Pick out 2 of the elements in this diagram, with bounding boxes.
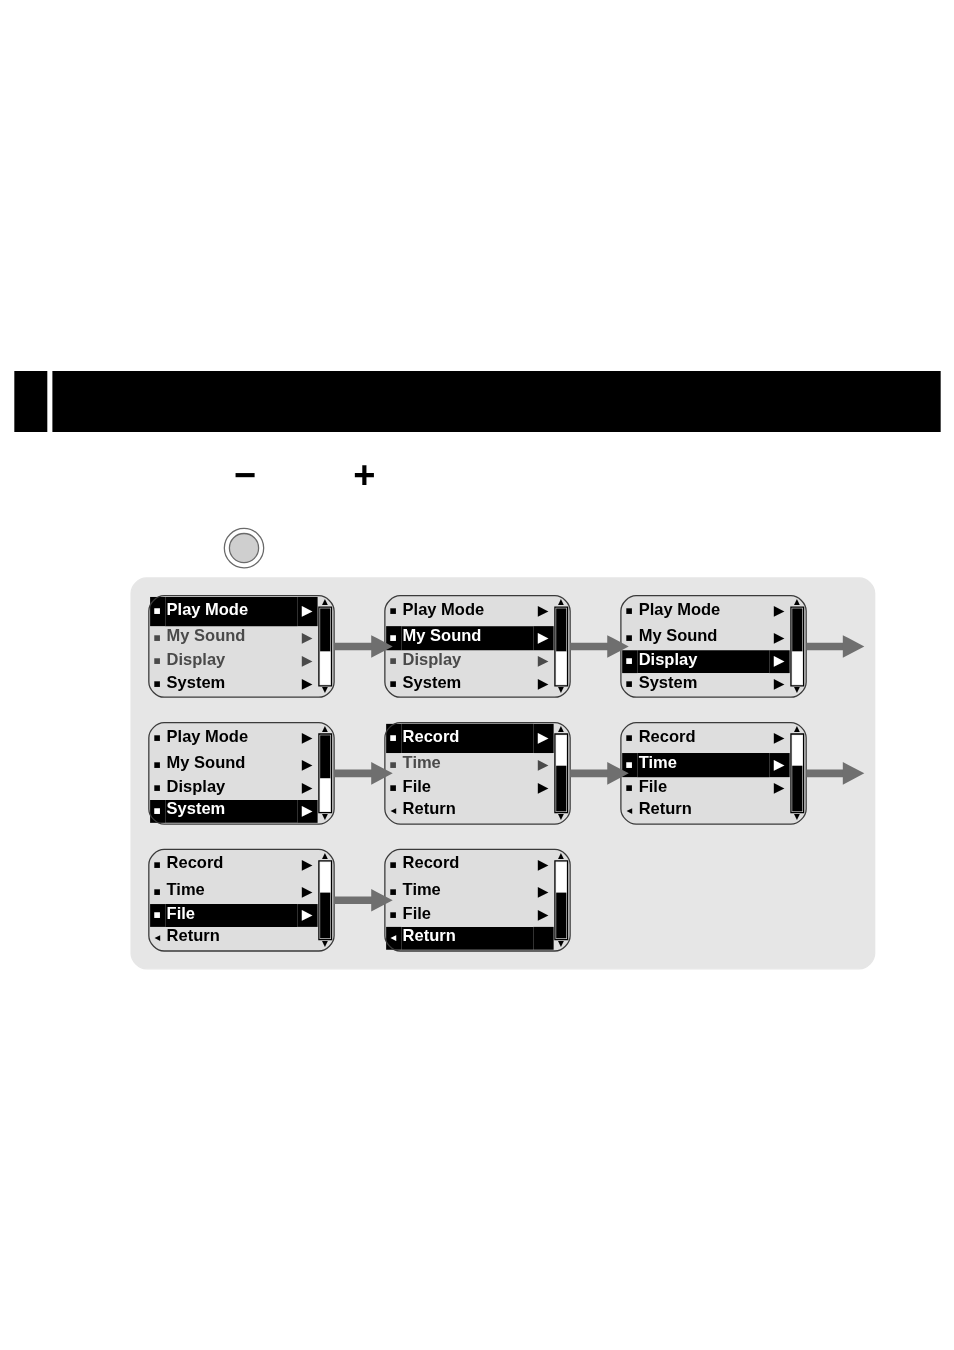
label: + bbox=[352, 454, 375, 497]
label: − bbox=[233, 454, 256, 497]
